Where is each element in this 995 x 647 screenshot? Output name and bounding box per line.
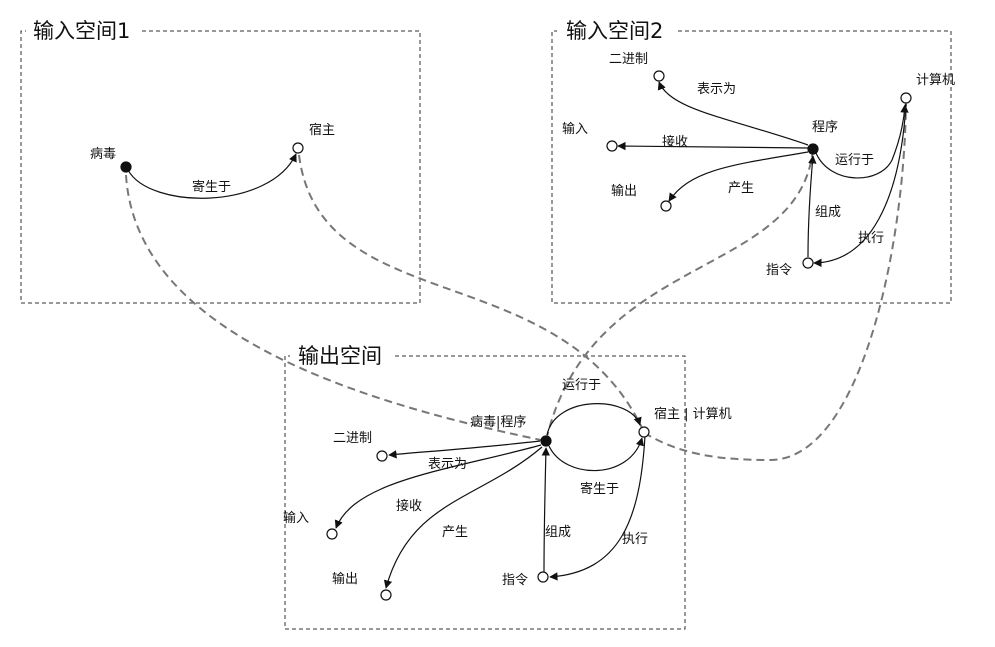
node-label-computer: 计算机 [916, 73, 955, 88]
edge-label-execute: 执行 [858, 231, 884, 246]
edge-label-blend-receive: 接收 [396, 498, 422, 514]
node-virus [120, 161, 132, 173]
edge-label-produce: 产生 [728, 181, 754, 196]
input-space-2-title: 输入空间2 [566, 19, 663, 43]
node-label-host-computer: 宿主 | 计算机 [654, 406, 732, 422]
edge-program-runs-on-computer [815, 104, 909, 179]
node-binary [653, 70, 665, 82]
edge-blend-produce [383, 446, 543, 589]
edge-label-blend-runs-on: 运行于 [562, 378, 601, 393]
input-space-1-box [20, 30, 421, 304]
node-virus-program [540, 435, 552, 447]
node-label-blend-input: 输入 [283, 510, 309, 526]
node-label-program: 程序 [812, 120, 838, 135]
edge-blend-parasitic [548, 437, 644, 472]
output-space-box [284, 355, 686, 630]
edge-label-compose: 组成 [815, 205, 841, 220]
edge-label-blend-compose: 组成 [545, 525, 571, 540]
edge-program-represent-binary [657, 81, 809, 146]
edge-blend-receive [334, 444, 542, 529]
edge-blend-represent [388, 440, 541, 459]
node-label-virus: 病毒 [90, 147, 116, 162]
edge-virus-parasitic-host [127, 153, 297, 199]
mapping-virus-to-blend [125, 174, 547, 442]
node-label-instruction: 指令 [766, 263, 792, 278]
node-host [292, 142, 304, 154]
node-label-blend-instruction: 指令 [502, 573, 528, 588]
output-space-title: 输出空间 [298, 344, 382, 368]
edge-label-blend-represent: 表示为 [428, 457, 467, 472]
edge-program-produce-output [668, 151, 809, 202]
mapping-host-to-blend [298, 154, 644, 431]
node-input [606, 140, 618, 152]
edge-label-blend-execute: 执行 [622, 532, 648, 547]
node-blend-input [326, 528, 338, 540]
edge-label-blend-parasitic: 寄生于 [580, 481, 619, 497]
node-blend-instruction [537, 571, 549, 583]
edge-program-receive-input [617, 141, 809, 151]
edge-label-parasitic: 寄生于 [192, 179, 231, 195]
node-output [660, 200, 672, 212]
node-label-blend-output: 输出 [332, 571, 358, 587]
node-label-virus-program: 病毒|程序 [470, 415, 526, 430]
input-space-1-title: 输入空间1 [33, 19, 130, 43]
edge-label-receive: 接收 [662, 134, 688, 150]
node-label-input: 输入 [562, 121, 588, 137]
edge-label-runs-on: 运行于 [835, 153, 874, 168]
node-label-host: 宿主 [309, 122, 335, 138]
node-instruction [802, 257, 814, 269]
node-label-blend-binary: 二进制 [333, 431, 372, 446]
edge-blend-runs-on [546, 403, 642, 436]
mapping-computer-to-blend [642, 98, 907, 462]
edge-label-represent: 表示为 [697, 82, 736, 97]
node-computer [900, 92, 912, 104]
input-space-2-box [551, 30, 952, 304]
edge-label-blend-produce: 产生 [442, 525, 468, 540]
node-label-output: 输出 [611, 183, 637, 199]
node-label-binary: 二进制 [609, 52, 648, 67]
mapping-program-to-blend [545, 148, 814, 442]
node-blend-binary [376, 450, 388, 462]
edge-instruction-compose-program [807, 155, 817, 258]
edge-blend-compose [541, 447, 551, 573]
node-host-computer [638, 426, 650, 438]
node-program [807, 143, 819, 155]
node-blend-output [380, 589, 392, 601]
edge-blend-execute [549, 435, 646, 581]
edge-computer-execute-instruction [813, 103, 907, 268]
